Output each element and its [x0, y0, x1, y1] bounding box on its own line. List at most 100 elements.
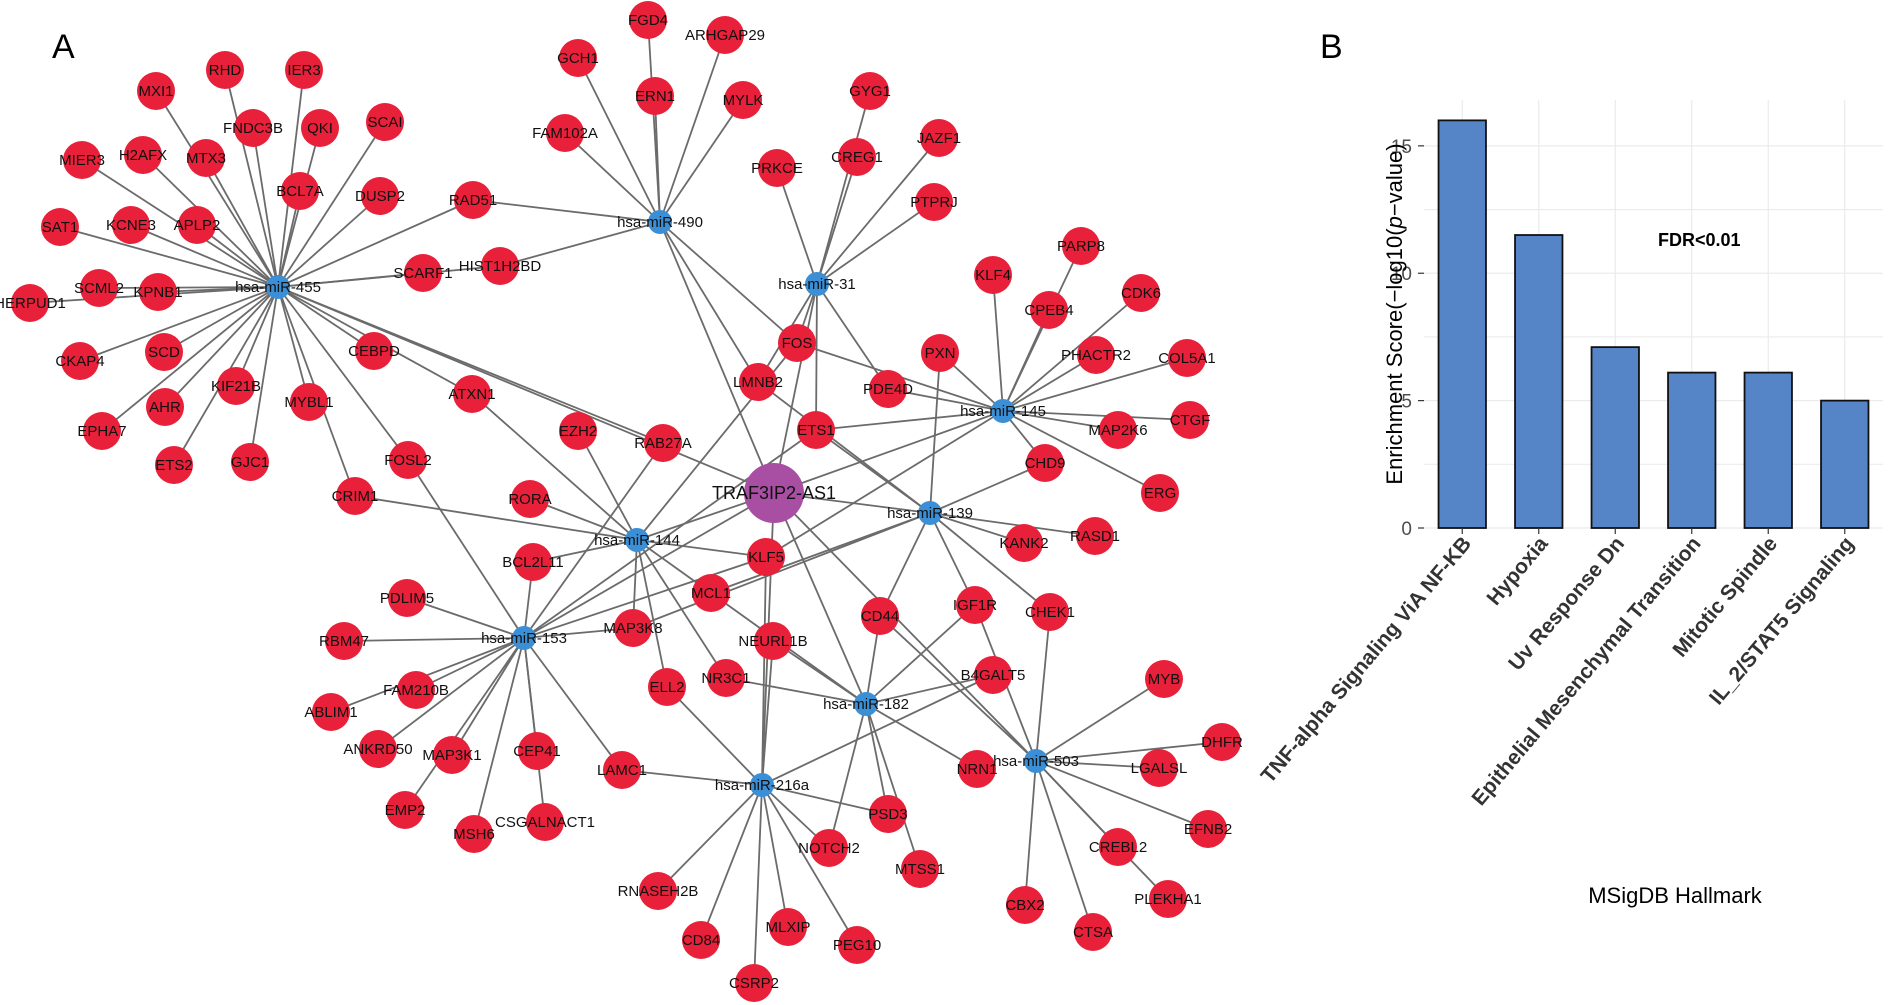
target-node-label: MTSS1: [895, 861, 945, 878]
target-node-label: CHEK1: [1025, 604, 1075, 621]
target-node-scai: SCAI: [366, 103, 404, 141]
edge-hsa-mir-455-cebpd: [277, 286, 375, 352]
target-node-circle: [778, 324, 816, 362]
edge-hsa-mir-490-hist1h2bd: [499, 221, 661, 267]
target-node-psd3: PSD3: [868, 795, 908, 833]
target-node-label: PTPRJ: [910, 194, 958, 211]
target-node-label: NEURL1B: [738, 633, 807, 650]
target-node-label: MSH6: [453, 826, 495, 843]
target-node-circle: [735, 964, 773, 1002]
target-node-circle: [1203, 723, 1241, 761]
target-node-label: H2AFX: [119, 147, 167, 164]
target-node-circle: [1077, 336, 1115, 374]
bar-tnf-alpha-signaling-via-nf-kb: [1437, 119, 1487, 529]
target-node-ezh2: EZH2: [559, 412, 597, 450]
mirna-node-hsa-mir-153: hsa-miR-153: [481, 626, 567, 650]
edge-hsa-mir-145-map2k6: [1002, 410, 1119, 431]
target-node-dhfr: DHFR: [1201, 723, 1243, 761]
target-node-label: APLP2: [174, 217, 221, 234]
target-node-circle: [433, 736, 471, 774]
edge-hsa-mir-139-chd9: [929, 462, 1046, 514]
target-node-label: PARP8: [1057, 238, 1105, 255]
target-node-nr3c1: NR3C1: [701, 659, 751, 697]
target-node-map3k1: MAP3K1: [422, 736, 482, 774]
target-node-circle: [355, 332, 393, 370]
target-node-label: B4GALT5: [961, 667, 1026, 684]
target-node-label: SCML2: [74, 280, 124, 297]
target-node-label: ERG: [1144, 485, 1177, 502]
edge-hsa-mir-490-mylk: [659, 99, 744, 223]
mirna-node-label: hsa-miR-455: [235, 279, 321, 296]
target-node-h2afx: H2AFX: [119, 136, 167, 174]
target-node-circle: [80, 269, 118, 307]
target-node-label: PDE4D: [863, 381, 913, 398]
target-node-circle: [974, 656, 1012, 694]
target-node-circle: [1099, 411, 1137, 449]
target-node-circle: [137, 72, 175, 110]
edge-hsa-mir-31-pde4d: [816, 283, 889, 390]
edge-hsa-mir-153-klf5: [523, 556, 767, 639]
mirna-node-hsa-mir-455: hsa-miR-455: [235, 275, 321, 299]
edge-hsa-mir-153-fosl2: [407, 459, 525, 639]
target-node-label: KLF5: [748, 549, 784, 566]
edge-hsa-mir-145-ctgf: [1002, 410, 1191, 421]
target-node-label: DHFR: [1201, 734, 1243, 751]
target-node-rora: RORA: [508, 480, 552, 518]
target-node-label: QKI: [307, 120, 333, 137]
target-node-dusp2: DUSP2: [355, 177, 405, 215]
edge-hsa-mir-145-erg: [1002, 410, 1161, 494]
target-node-label: MIER3: [59, 152, 105, 169]
target-node-gyg1: GYG1: [849, 72, 891, 110]
target-node-fndc3b: FNDC3B: [223, 109, 283, 147]
y-axis-title: Enrichment Score(−log10(p−value): [1382, 143, 1407, 484]
target-node-circle: [838, 926, 876, 964]
edge-hsa-mir-455-ahr: [164, 286, 279, 408]
target-node-circle: [404, 254, 442, 292]
x-tick-label-hypoxia: Hypoxia: [1482, 532, 1552, 610]
y-tick-label: 5: [1401, 392, 1412, 413]
target-node-circle: [112, 206, 150, 244]
target-node-ets2: ETS2: [155, 446, 193, 484]
target-node-label: MAP3K8: [603, 620, 662, 637]
edge-hsa-mir-153-emp2: [404, 637, 525, 811]
target-node-label: KCNE3: [106, 217, 156, 234]
target-node-circle: [758, 149, 796, 187]
x-tick-label-tnf-alpha-signaling-via-nf-kb: TNF-alpha Signaling ViA NF-KB: [1257, 532, 1476, 787]
target-node-circle: [206, 51, 244, 89]
target-node-label: JAZF1: [917, 130, 961, 147]
target-node-map3k8: MAP3K8: [603, 609, 663, 647]
target-node-klf4: KLF4: [974, 256, 1012, 294]
mirna-node-circle: [625, 528, 649, 552]
target-node-circle: [139, 273, 177, 311]
target-node-label: CHD9: [1025, 455, 1066, 472]
target-node-label: FGD4: [628, 12, 668, 29]
panel-b-letter: B: [1320, 28, 1343, 66]
target-node-rbm47: RBM47: [319, 622, 369, 660]
target-node-circle: [386, 791, 424, 829]
target-node-label: RORA: [508, 491, 551, 508]
target-node-label: CSGALNACT1: [495, 814, 595, 831]
target-node-ier3: IER3: [285, 51, 323, 89]
target-node-label: CEBPD: [348, 343, 400, 360]
target-node-label: MCL1: [691, 585, 731, 602]
target-node-label: NR3C1: [701, 670, 750, 687]
edge-lncrna-hsa-mir-145: [773, 410, 1004, 494]
target-node-label: SAT1: [42, 219, 78, 236]
edge-lncrna-hsa-mir-490: [659, 221, 775, 494]
target-node-fam102a: FAM102A: [532, 114, 598, 152]
target-node-circle: [1030, 291, 1068, 329]
target-node-circle: [1076, 517, 1114, 555]
target-node-label: ARHGAP29: [685, 27, 765, 44]
target-node-label: SCD: [148, 344, 180, 361]
target-node-label: ETS2: [155, 457, 193, 474]
target-node-label: LMNB2: [733, 374, 783, 391]
edge-hsa-mir-503-plekha1: [1035, 760, 1169, 900]
target-node-cd84: CD84: [682, 921, 720, 959]
target-node-klf5: KLF5: [747, 538, 785, 576]
edge-hsa-mir-216a-lamc1: [621, 769, 763, 786]
target-node-cebpd: CEBPD: [348, 332, 400, 370]
target-node-label: NRN1: [957, 761, 998, 778]
target-node-label: PHACTR2: [1061, 347, 1131, 364]
target-node-circle: [145, 333, 183, 371]
